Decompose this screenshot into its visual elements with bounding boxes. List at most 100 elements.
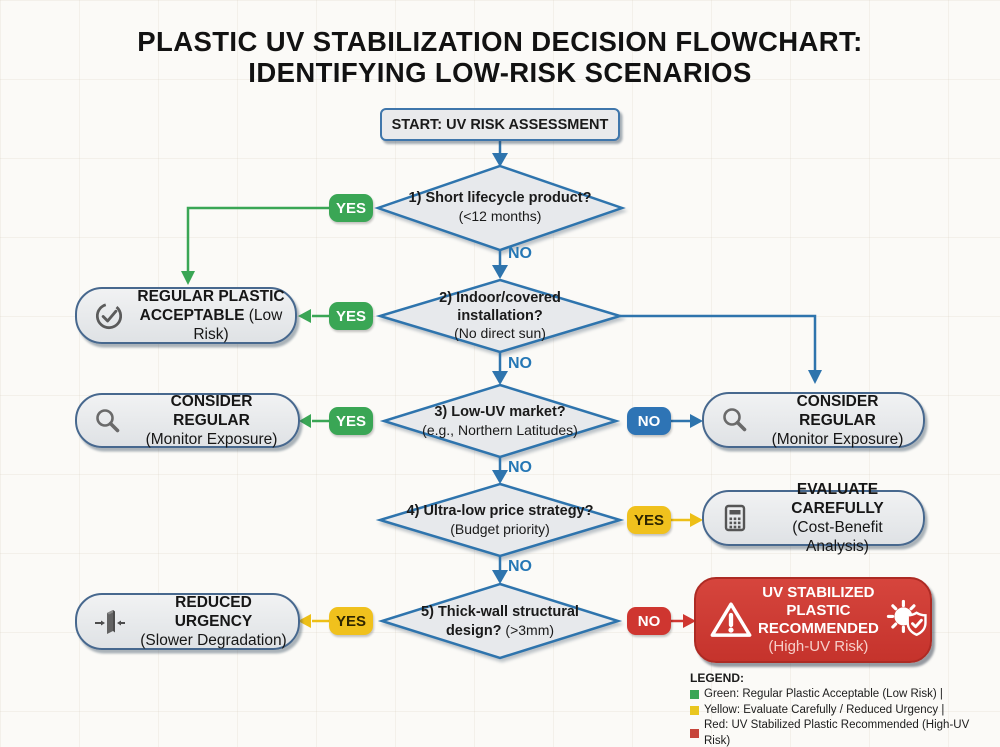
- outcome-regular-plastic-line2-bold: ACCEPTABLE: [139, 307, 245, 324]
- decision-5-question-line1: 5) Thick-wall structural: [421, 604, 579, 620]
- decision-2-text: 2) Indoor/covered installation? (No dire…: [380, 290, 620, 343]
- no-label-d1: NO: [508, 245, 532, 262]
- decision-1-detail: (<12 months): [458, 207, 542, 224]
- yes-flow-connectors-yellow: [298, 513, 703, 628]
- badge-d1-yes-label: YES: [335, 199, 366, 217]
- badge-d3-no: NO: [627, 407, 671, 435]
- decision-diamond-5: [377, 582, 623, 660]
- outcome-consider-left-text: CONSIDER REGULAR (Monitor Exposure): [135, 392, 288, 449]
- decision-1-text: 1) Short lifecycle product? (<12 months): [380, 190, 620, 225]
- badge-d4-yes-label: YES: [633, 511, 664, 529]
- arrow-d1-yes: [186, 206, 330, 272]
- outcome-reduced-urgency: REDUCED URGENCY (Slower Degradation): [75, 593, 300, 650]
- yes-flow-connectors-green: [181, 206, 330, 428]
- arrowhead-d2-yes: [298, 309, 311, 323]
- outcome-reduced-line1: REDUCED URGENCY: [174, 594, 253, 630]
- decision-5-question-line2: design? (>3mm): [380, 622, 620, 641]
- decision-4-text: 4) Ultra-low price strategy? (Budget pri…: [375, 503, 625, 538]
- arrowhead-d5-no: [683, 614, 696, 628]
- page-title-line1: PLASTIC UV STABILIZATION DECISION FLOWCH…: [137, 26, 863, 57]
- outcome-evaluate-text: EVALUATE CAREFULLY (Cost-Benefit Analysi…: [762, 480, 913, 556]
- legend-swatch-red: [690, 729, 699, 738]
- no-label-d4: NO: [508, 558, 532, 575]
- legend-item-yellow: Yellow: Evaluate Carefully / Reduced Urg…: [690, 703, 990, 719]
- decision-2-detail: (No direct sun): [454, 325, 546, 341]
- start-node-label: START: UV RISK ASSESSMENT: [391, 116, 609, 133]
- decision-4-detail: (Budget priority): [450, 520, 550, 537]
- badge-d3-no-label: NO: [637, 412, 661, 430]
- magnifier-icon: [719, 404, 751, 436]
- decision-1-question: 1) Short lifecycle product?: [408, 190, 592, 206]
- start-node: START: UV RISK ASSESSMENT: [380, 108, 620, 141]
- legend-item-green-text: Green: Regular Plastic Acceptable (Low R…: [704, 688, 943, 700]
- outcome-consider-right-line1: CONSIDER REGULAR: [796, 392, 879, 429]
- decision-4-question: 4) Ultra-low price strategy?: [406, 503, 594, 519]
- arrowhead-d4-to-d5: [492, 570, 508, 584]
- page-title: PLASTIC UV STABILIZATION DECISION FLOWCH…: [0, 26, 1000, 88]
- no-flow-connector-red: [671, 614, 696, 628]
- badge-d1-yes: YES: [329, 194, 373, 222]
- outcome-uv-text: UV STABILIZED PLASTIC RECOMMENDED (High-…: [758, 584, 879, 656]
- legend-item-green: Green: Regular Plastic Acceptable (Low R…: [690, 687, 990, 703]
- outcome-consider-right-text: CONSIDER REGULAR (Monitor Exposure): [762, 392, 913, 449]
- legend: LEGEND: Green: Regular Plastic Acceptabl…: [690, 671, 990, 747]
- outcome-consider-regular-left: CONSIDER REGULAR (Monitor Exposure): [75, 393, 300, 448]
- calculator-icon: [719, 502, 751, 534]
- decision-3-detail: (e.g., Northern Latitudes): [422, 421, 578, 438]
- badge-d4-yes: YES: [627, 506, 671, 534]
- arrow-d2-right-to-consider: [620, 314, 817, 371]
- arrowhead-d3-no-to-consider: [690, 414, 703, 428]
- legend-item-yellow-text: Yellow: Evaluate Carefully / Reduced Urg…: [704, 703, 945, 716]
- legend-swatch-green: [690, 690, 699, 700]
- decision-3-question: 3) Low-UV market?: [434, 404, 566, 420]
- arrowhead-d4-yes: [690, 513, 703, 527]
- outcome-evaluate-line1: EVALUATE CAREFULLY: [791, 481, 884, 517]
- outcome-uv-line2: RECOMMENDED: [758, 620, 879, 637]
- outcome-consider-regular-right: CONSIDER REGULAR (Monitor Exposure): [702, 392, 925, 448]
- decision-2-question-line1: 2) Indoor/covered: [439, 290, 561, 306]
- outcome-consider-left-line1: CONSIDER REGULAR: [170, 393, 253, 429]
- arrowhead-d3-to-d4: [492, 470, 508, 484]
- badge-d5-yes-label: YES: [335, 612, 366, 630]
- no-label-d3: NO: [508, 459, 532, 476]
- decision-3-text: 3) Low-UV market? (e.g., Northern Latitu…: [375, 404, 625, 439]
- arrowhead-d1-yes: [181, 271, 195, 285]
- badge-d5-yes: YES: [329, 607, 373, 635]
- wall-thickness-icon: [92, 604, 128, 640]
- arrowhead-d3-yes: [299, 414, 311, 428]
- arrowhead-d2-right-to-consider: [808, 370, 822, 384]
- outcome-reduced-line2: (Slower Degradation): [140, 632, 287, 649]
- no-label-d2: NO: [508, 355, 532, 372]
- magnifier-icon: [92, 405, 124, 437]
- outcome-uv-stabilized-recommended: UV STABILIZED PLASTIC RECOMMENDED (High-…: [694, 577, 932, 663]
- outcome-evaluate-line2: (Cost-Benefit Analysis): [792, 519, 883, 555]
- outcome-regular-plastic-line1: REGULAR PLASTIC: [137, 288, 285, 305]
- outcome-regular-plastic-line2-rest: (Low Risk): [193, 307, 283, 343]
- outcome-regular-plastic-text: REGULAR PLASTIC ACCEPTABLE (Low Risk): [137, 287, 285, 344]
- decision-5-text: 5) Thick-wall structural design? (>3mm): [380, 604, 620, 640]
- decision-5-question-line2-bold: design?: [445, 622, 502, 639]
- legend-item-red: Red: UV Stabilized Plastic Recommended (…: [690, 718, 990, 747]
- outcome-consider-right-line2: (Monitor Exposure): [771, 430, 904, 448]
- legend-swatch-yellow: [690, 705, 699, 715]
- decision-2-question-line2: installation?: [457, 307, 543, 324]
- decision-diamonds: [374, 164, 626, 660]
- arrowhead-d2-to-d3: [492, 371, 508, 385]
- outcome-consider-left-line2: (Monitor Exposure): [145, 431, 278, 448]
- legend-item-red-text: Red: UV Stabilized Plastic Recommended (…: [704, 719, 970, 747]
- outcome-uv-line1: UV STABILIZED PLASTIC: [762, 584, 875, 619]
- arrowhead-d5-yes: [298, 614, 311, 628]
- badge-d3-yes: YES: [329, 407, 373, 435]
- arrowhead-start-to-d1: [492, 153, 508, 167]
- no-flow-connectors: [492, 140, 822, 584]
- warning-triangle-icon: [708, 597, 754, 643]
- sun-shield-icon: [883, 596, 931, 644]
- arrowhead-d1-to-d2: [492, 265, 508, 279]
- outcome-uv-line3: (High-UV Risk): [768, 638, 869, 655]
- badge-d3-yes-label: YES: [335, 412, 366, 430]
- badge-d2-yes-label: YES: [335, 307, 366, 325]
- outcome-regular-plastic-acceptable: REGULAR PLASTIC ACCEPTABLE (Low Risk): [75, 287, 297, 344]
- badge-d5-no: NO: [627, 607, 671, 635]
